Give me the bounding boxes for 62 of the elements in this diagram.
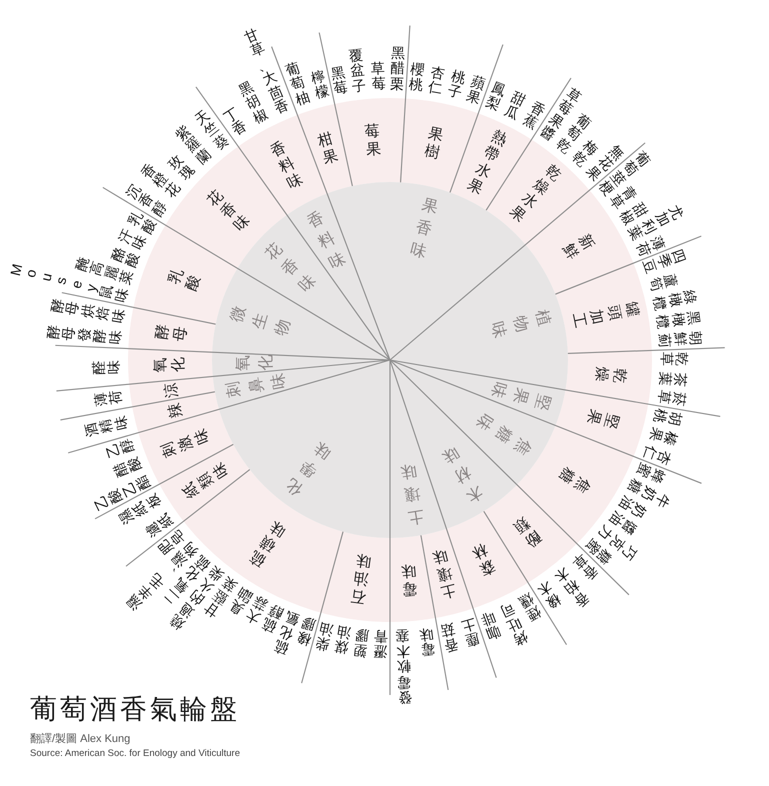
subcategory-label: 花香味	[204, 186, 254, 234]
subcategory-label: 乳酸	[166, 266, 204, 294]
subcategory-label: 紙類味	[179, 459, 232, 502]
aroma-term: 桃子	[446, 68, 467, 101]
subcategory-label: 霉味	[400, 560, 418, 598]
aroma-term: 朝鮮薊	[656, 330, 704, 348]
aroma-term: 薄荷	[93, 389, 126, 408]
aroma-term: 霉味	[418, 624, 436, 658]
subcategory-label: 刺激味	[158, 426, 214, 460]
subcategory-label: 罐頭加工	[568, 300, 642, 330]
aroma-term: 黑橄欖	[654, 309, 702, 330]
subcategory-label: 硫磺味	[246, 516, 290, 570]
subcategory-label: 果樹	[423, 125, 445, 164]
aroma-term: 蘆筍	[646, 272, 680, 294]
subcategory-label: 莓果	[364, 122, 382, 160]
category-label: 香料味	[303, 206, 350, 276]
category-label: 化學味	[282, 435, 336, 500]
aroma-term: 乾草	[658, 352, 689, 366]
category-label: 土壤味	[398, 458, 426, 529]
subcategory-label: 土壤味	[430, 545, 458, 602]
subcategory-label: 氧化	[152, 357, 188, 374]
subcategory-label: 柑果	[315, 130, 340, 168]
aroma-term: 菸草	[654, 389, 687, 408]
subcategory-label: 香料味	[267, 138, 306, 194]
aroma-term: 煤油	[333, 624, 352, 656]
category-label: 植物味	[484, 307, 556, 342]
aroma-term: 櫻桃	[408, 62, 426, 94]
subcategory-label: 酚類	[510, 513, 544, 551]
aroma-term: 咖啡	[478, 608, 502, 642]
aroma-term: 瀝青	[373, 628, 388, 659]
subcategory-label: 堅果	[582, 407, 622, 432]
category-label: 氧化	[232, 354, 278, 372]
aroma-term: 塵土	[458, 616, 481, 649]
subcategory-label: 新鮮	[559, 230, 598, 262]
subcategory-label: 涼	[162, 381, 182, 398]
aroma-term: 醛味	[91, 360, 122, 374]
aroma-term: 草莓	[370, 61, 386, 93]
subcategory-label: 乾燥	[591, 366, 628, 384]
aroma-term: 榛果	[646, 426, 680, 448]
category-label: 果香味	[407, 194, 440, 265]
subcategory-label: 酵母	[152, 323, 190, 343]
aroma-term: 酒精味	[82, 414, 130, 439]
aroma-term: 杏仁	[427, 64, 446, 97]
subcategory-label: 森林	[469, 540, 498, 579]
aroma-term: 塑膠	[353, 626, 370, 658]
aroma-term: 發霉軟木塞	[394, 627, 412, 705]
credit-line: 翻譯/製圖 Alex Kung	[30, 732, 130, 747]
subcategory-label: 石油味	[350, 550, 372, 606]
subcategory-label: 焦糖	[555, 464, 594, 496]
aroma-term: 黑醋栗	[390, 46, 405, 92]
subcategory-label: 辣	[165, 400, 186, 420]
aroma-term: 檸檬	[309, 68, 330, 102]
aroma-term: 茶葉	[656, 370, 689, 387]
aroma-term: 香菇	[439, 620, 460, 654]
aroma-term: 酵母發酵味	[46, 324, 124, 345]
wheel-title: 葡萄酒香氣輪盤	[30, 694, 240, 726]
source-note: Source: American Soc. for Enology and Viticulture	[30, 748, 240, 760]
aroma-term: 覆盆子	[348, 46, 368, 94]
category-label: 刺鼻味	[222, 370, 293, 400]
aroma-term: 黑莓	[330, 64, 350, 98]
aroma-term: 胡桃	[651, 407, 684, 428]
category-label: 微生物	[225, 303, 296, 339]
